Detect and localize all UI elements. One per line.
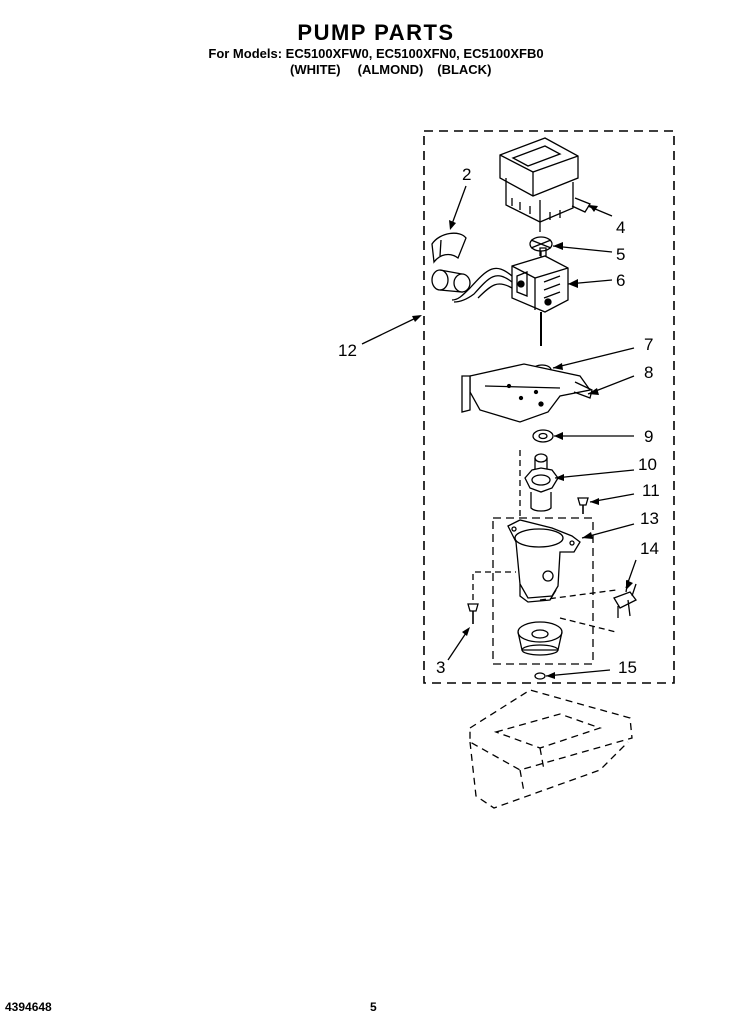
housing-boundary (492, 517, 594, 665)
callout-7: 7 (644, 335, 653, 354)
color-white: (WHITE) (290, 62, 341, 77)
callout-4: 4 (616, 218, 625, 237)
leader-lines (361, 185, 637, 677)
clip-part (431, 232, 467, 264)
arrowheads (412, 205, 633, 679)
page-number: 5 (370, 1000, 377, 1014)
callout-13: 13 (640, 509, 659, 528)
page-title: PUMP PARTS (297, 20, 455, 45)
impeller-part (524, 453, 559, 512)
washer-part-15 (534, 672, 546, 680)
document-number: 4394648 (5, 1000, 52, 1014)
color-black: (BLACK) (437, 62, 492, 77)
models-line: For Models: EC5100XFW0, EC5100XFN0, EC51… (208, 46, 544, 61)
callout-15: 15 (618, 658, 637, 677)
pump-housing-part (507, 519, 581, 603)
callout-10: 10 (638, 455, 657, 474)
callout-14: 14 (640, 539, 659, 558)
callout-labels: 2 4 5 6 12 7 8 9 10 11 13 14 3 15 (338, 165, 660, 677)
check-valve-part (613, 579, 637, 618)
motor-cap-part (499, 137, 591, 232)
pump-base-part (517, 621, 563, 656)
color-almond: (ALMOND) (357, 62, 424, 77)
pump-motor-part (451, 247, 569, 346)
callout-5: 5 (616, 245, 625, 264)
callout-3: 3 (436, 658, 445, 677)
capacitor-part (431, 269, 471, 293)
shaft-seal-part (532, 429, 554, 443)
tub-outline (469, 689, 633, 809)
screw-part-3 (467, 603, 479, 624)
callout-9: 9 (644, 427, 653, 446)
assembly-boundary (423, 130, 675, 684)
mounting-bracket-part (461, 363, 593, 423)
callout-11: 11 (642, 481, 660, 500)
callout-8: 8 (644, 363, 653, 382)
callout-6: 6 (616, 271, 625, 290)
color-variants: (WHITE) (ALMOND) (BLACK) (290, 62, 491, 77)
callout-12: 12 (338, 341, 357, 360)
callout-2: 2 (462, 165, 471, 184)
screw-part-11 (577, 497, 589, 514)
